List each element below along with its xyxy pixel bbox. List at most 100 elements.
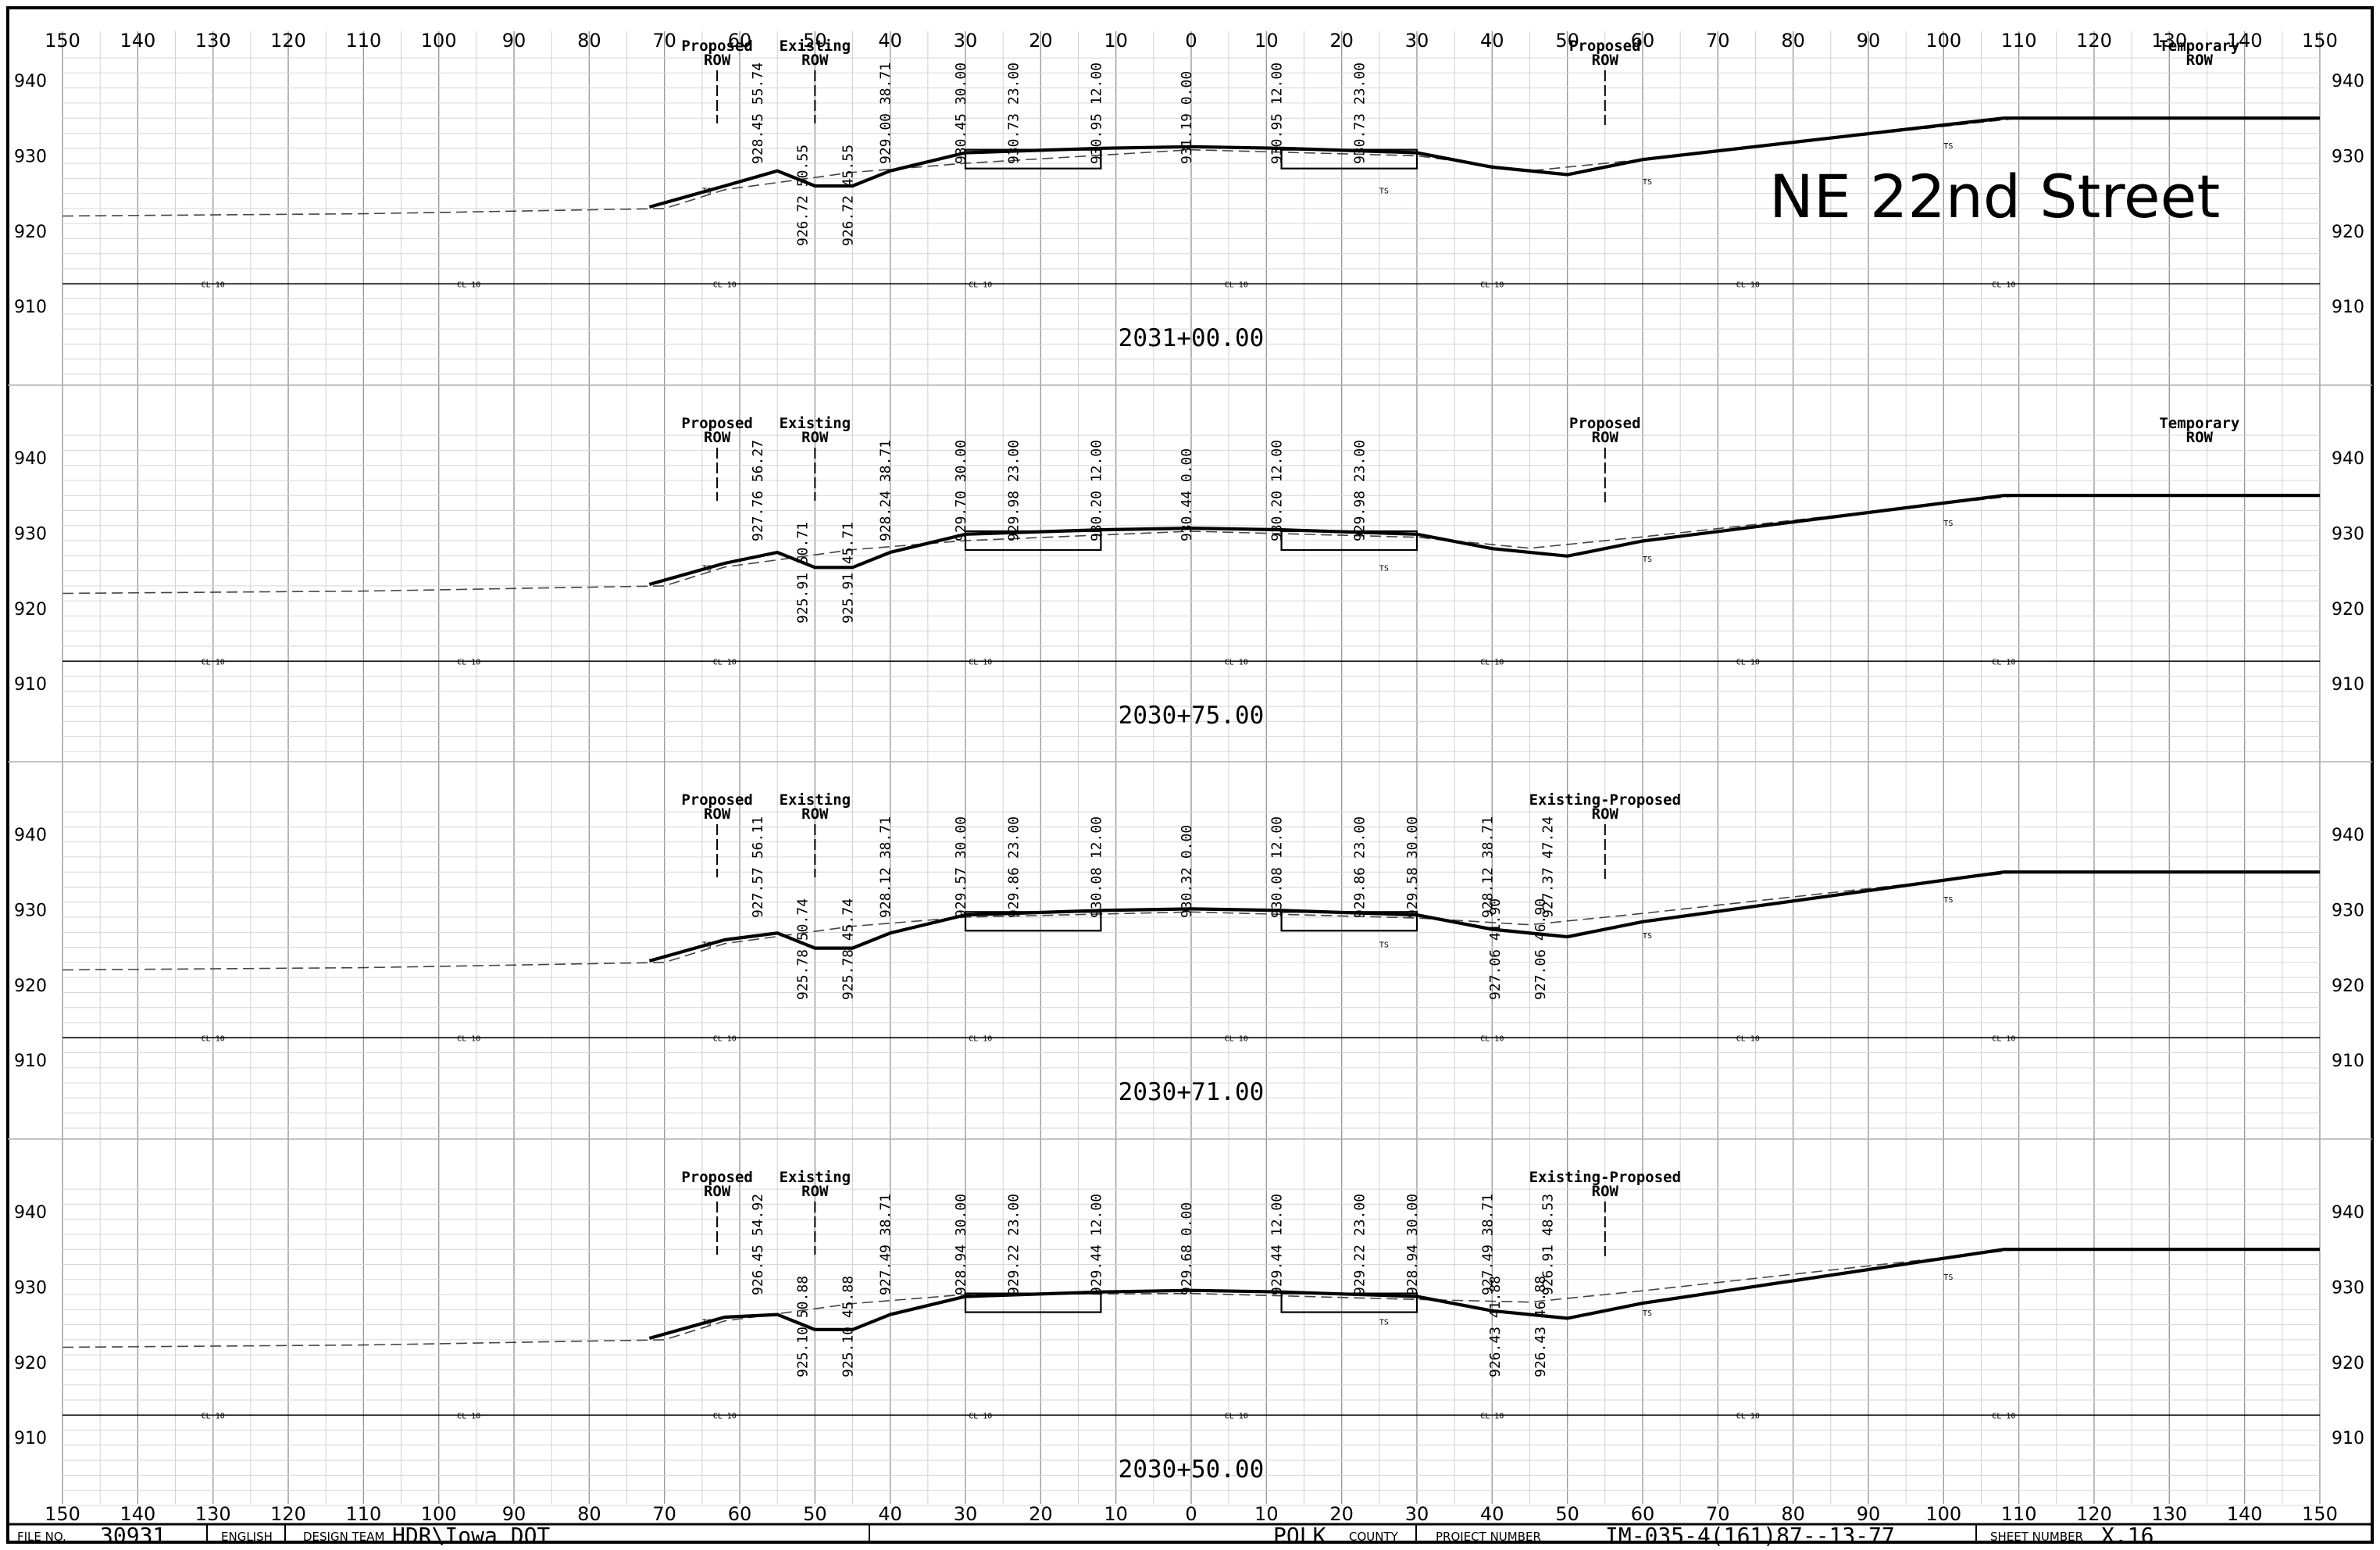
- elevation-offset-annotation: 930.20 12.00: [1269, 440, 1286, 541]
- x-tick-label-bottom: 20: [1329, 1503, 1354, 1525]
- elevation-offset-annotation: 929.22 23.00: [1352, 1194, 1368, 1295]
- x-tick-label-top: 60: [728, 30, 752, 52]
- elevation-offset-annotation: 929.68 0.00: [1179, 1202, 1195, 1295]
- x-tick-label-bottom: 70: [652, 1503, 676, 1525]
- elevation-offset-annotation: 929.58 30.00: [1404, 816, 1421, 918]
- elevation-label-left: 910: [14, 675, 47, 695]
- axes: 1501501401401301301201201101101001009090…: [45, 30, 2338, 1525]
- x-tick-label-bottom: 80: [577, 1503, 601, 1525]
- proposed-grade-line: [648, 1248, 2320, 1341]
- elevation-label-right: 910: [2332, 1429, 2364, 1448]
- ts-marker: TS: [702, 565, 712, 573]
- cl-label: CL 10: [457, 280, 480, 289]
- elevation-offset-annotation: 927.49 38.71: [1479, 1194, 1496, 1295]
- elevation-label-right: 910: [2332, 1052, 2364, 1071]
- elevation-label-left: 940: [14, 826, 47, 845]
- elevation-offset-annotation: 927.57 56.11: [750, 816, 766, 918]
- elevation-label-right: 930: [2332, 1278, 2364, 1298]
- elevation-offset-annotation: 925.10 50.88: [795, 1276, 812, 1377]
- elevation-label-right: 930: [2332, 524, 2364, 544]
- elevation-offset-annotation: 926.43 41.88: [1487, 1276, 1504, 1377]
- elevation-label-left: 930: [14, 524, 47, 544]
- x-tick-label-bottom: 110: [2001, 1503, 2037, 1525]
- x-tick-label-bottom: 70: [1706, 1503, 1730, 1525]
- elevation-offset-annotation: 929.00 38.71: [878, 62, 894, 164]
- elevation-offset-annotation: 930.45 30.00: [953, 62, 969, 164]
- row-label-name: Proposed: [681, 1169, 753, 1186]
- elevation-label-left: 910: [14, 1429, 47, 1448]
- pavement-slab: [1280, 530, 1418, 552]
- elevation-offset-annotation: 930.73 23.00: [1352, 62, 1368, 164]
- elevation-offset-annotation: 929.44 12.00: [1088, 1194, 1104, 1295]
- row-label: ROW: [704, 805, 731, 823]
- cl-label: CL 10: [969, 1034, 992, 1043]
- station-label: 2031+00.00: [1119, 324, 1265, 352]
- design-team-label: DESIGN TEAM: [303, 1530, 384, 1544]
- x-tick-label-bottom: 10: [1104, 1503, 1128, 1525]
- elevation-offset-annotation: 930.08 12.00: [1269, 816, 1286, 918]
- ts-marker: TS: [1379, 941, 1389, 950]
- ts-marker: TS: [1643, 555, 1652, 564]
- cl-label: CL 10: [1992, 658, 2015, 666]
- cl-label: CL 10: [969, 280, 992, 289]
- x-tick-label-bottom: 120: [2076, 1503, 2112, 1525]
- x-tick-label-top: 130: [195, 30, 231, 52]
- x-tick-label-bottom: 80: [1781, 1503, 1805, 1525]
- elevation-label-right: 910: [2332, 675, 2364, 695]
- elevation-offset-annotation: 928.12 38.71: [1479, 816, 1496, 918]
- x-tick-label-bottom: 110: [345, 1503, 381, 1525]
- row-label: ROW: [704, 429, 731, 446]
- row-label: ROW: [2186, 52, 2214, 69]
- existing-ground-line: [62, 495, 2320, 595]
- station-label: 2030+50.00: [1119, 1455, 1265, 1484]
- pavement-slab: [1280, 911, 1418, 932]
- elevation-offset-annotation: 930.20 12.00: [1088, 440, 1104, 541]
- x-tick-label-top: 50: [1555, 30, 1579, 52]
- x-tick-label-bottom: 100: [421, 1503, 457, 1525]
- file-no: 30931: [100, 1523, 166, 1548]
- x-tick-label-top: 120: [2076, 30, 2112, 52]
- x-tick-label-top: 70: [652, 30, 676, 52]
- x-tick-label-bottom: 60: [728, 1503, 752, 1525]
- cl-label: CL 10: [1480, 1412, 1504, 1420]
- row-label: ROW: [704, 1183, 731, 1200]
- x-tick-label-top: 120: [270, 30, 306, 52]
- x-tick-label-top: 70: [1706, 30, 1730, 52]
- elevation-offset-annotation: 927.06 46.90: [1533, 898, 1549, 1000]
- elevation-offset-annotation: 926.43 46.88: [1533, 1276, 1549, 1377]
- elevation-offset-annotation: 925.10 45.88: [840, 1276, 857, 1377]
- cl-label: CL 10: [457, 1034, 480, 1043]
- cl-label: CL 10: [1225, 1034, 1248, 1043]
- title-block: FILE NO. 30931 ENGLISH DESIGN TEAM HDR\I…: [8, 1523, 2372, 1548]
- elevation-offset-annotation: 926.72 45.55: [840, 145, 857, 246]
- cl-label: CL 10: [202, 658, 225, 666]
- elevation-label-left: 930: [14, 901, 47, 920]
- ts-marker: TS: [702, 941, 712, 950]
- cl-label: CL 10: [1736, 658, 1760, 666]
- row-label-name: Existing: [780, 791, 851, 809]
- proposed-grade-line: [648, 116, 2320, 209]
- cl-label: CL 10: [713, 280, 737, 289]
- sheet-title: NE 22nd Street: [1769, 162, 2220, 231]
- cl-label: CL 10: [1736, 280, 1760, 289]
- units: ENGLISH: [221, 1530, 273, 1544]
- elevation-label-right: 920: [2332, 223, 2364, 242]
- elevation-label-left: 930: [14, 147, 47, 166]
- elevation-offset-annotation: 925.91 45.71: [840, 522, 857, 623]
- ts-marker: TS: [1943, 520, 1953, 528]
- pavement-slab: [964, 530, 1102, 552]
- cl-label: CL 10: [713, 1412, 737, 1420]
- pavement-slab: [964, 911, 1102, 932]
- x-tick-label-bottom: 50: [1555, 1503, 1579, 1525]
- cl-label: CL 10: [1480, 1034, 1504, 1043]
- x-tick-label-top: 40: [878, 30, 902, 52]
- ts-marker: TS: [702, 188, 712, 196]
- elevation-label-right: 920: [2332, 1354, 2364, 1373]
- x-tick-label-top: 150: [2302, 30, 2338, 52]
- x-tick-label-top: 10: [1254, 30, 1279, 52]
- ts-marker: TS: [1643, 1309, 1652, 1318]
- x-tick-label-bottom: 130: [195, 1503, 231, 1525]
